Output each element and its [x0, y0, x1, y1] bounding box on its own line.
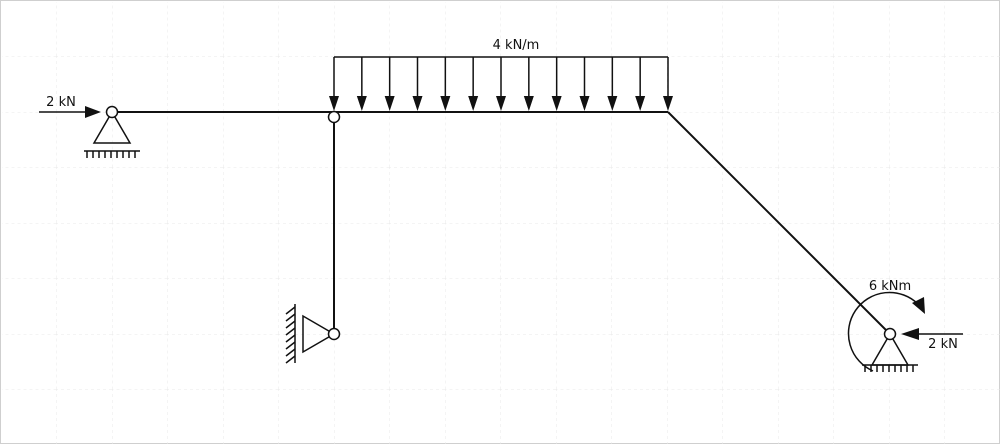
point-load-right-arrowhead	[901, 328, 919, 340]
applied-moment: 6 kNm	[847, 279, 925, 372]
hinge-joint-top	[327, 110, 341, 124]
pin-support-left	[84, 110, 140, 158]
hinge-left-support	[105, 105, 119, 119]
moment-arrowhead	[912, 297, 925, 314]
load-arrow	[635, 57, 646, 111]
moment-arc	[847, 291, 919, 372]
distributed-load-label: 4 kN/m	[493, 38, 540, 53]
roller-support-wall	[285, 304, 336, 364]
point-load-left: 2 kN	[39, 95, 101, 118]
moment-label: 6 kNm	[869, 279, 911, 294]
hinge-right-support	[883, 327, 897, 341]
load-arrow	[384, 57, 395, 111]
ground-hatch-left	[86, 151, 136, 158]
load-arrow	[356, 57, 367, 111]
load-arrow	[496, 57, 506, 111]
point-load-right: 2 kN	[901, 328, 963, 352]
load-arrow	[523, 57, 534, 111]
right-point-load-label: 2 kN	[928, 337, 958, 352]
member-inclined	[667, 111, 891, 335]
load-arrows	[329, 57, 673, 111]
load-arrow	[579, 57, 590, 111]
hinges	[105, 105, 897, 341]
structure-members	[112, 111, 891, 335]
left-point-load-label: 2 kN	[46, 95, 76, 110]
load-arrow	[468, 57, 479, 111]
roller-triangle	[302, 314, 336, 354]
load-arrow	[329, 57, 339, 111]
wall-hatch	[285, 306, 296, 364]
uniform-distributed-load: 4 kN/m	[329, 38, 673, 111]
load-arrow	[440, 57, 451, 111]
hinge-roller	[327, 327, 341, 341]
pin-triangle-left	[92, 110, 132, 144]
load-arrow	[551, 57, 562, 111]
load-arrow	[412, 57, 423, 111]
load-arrow	[607, 57, 618, 111]
load-arrow	[663, 57, 673, 111]
point-load-left-arrowhead	[85, 106, 101, 118]
